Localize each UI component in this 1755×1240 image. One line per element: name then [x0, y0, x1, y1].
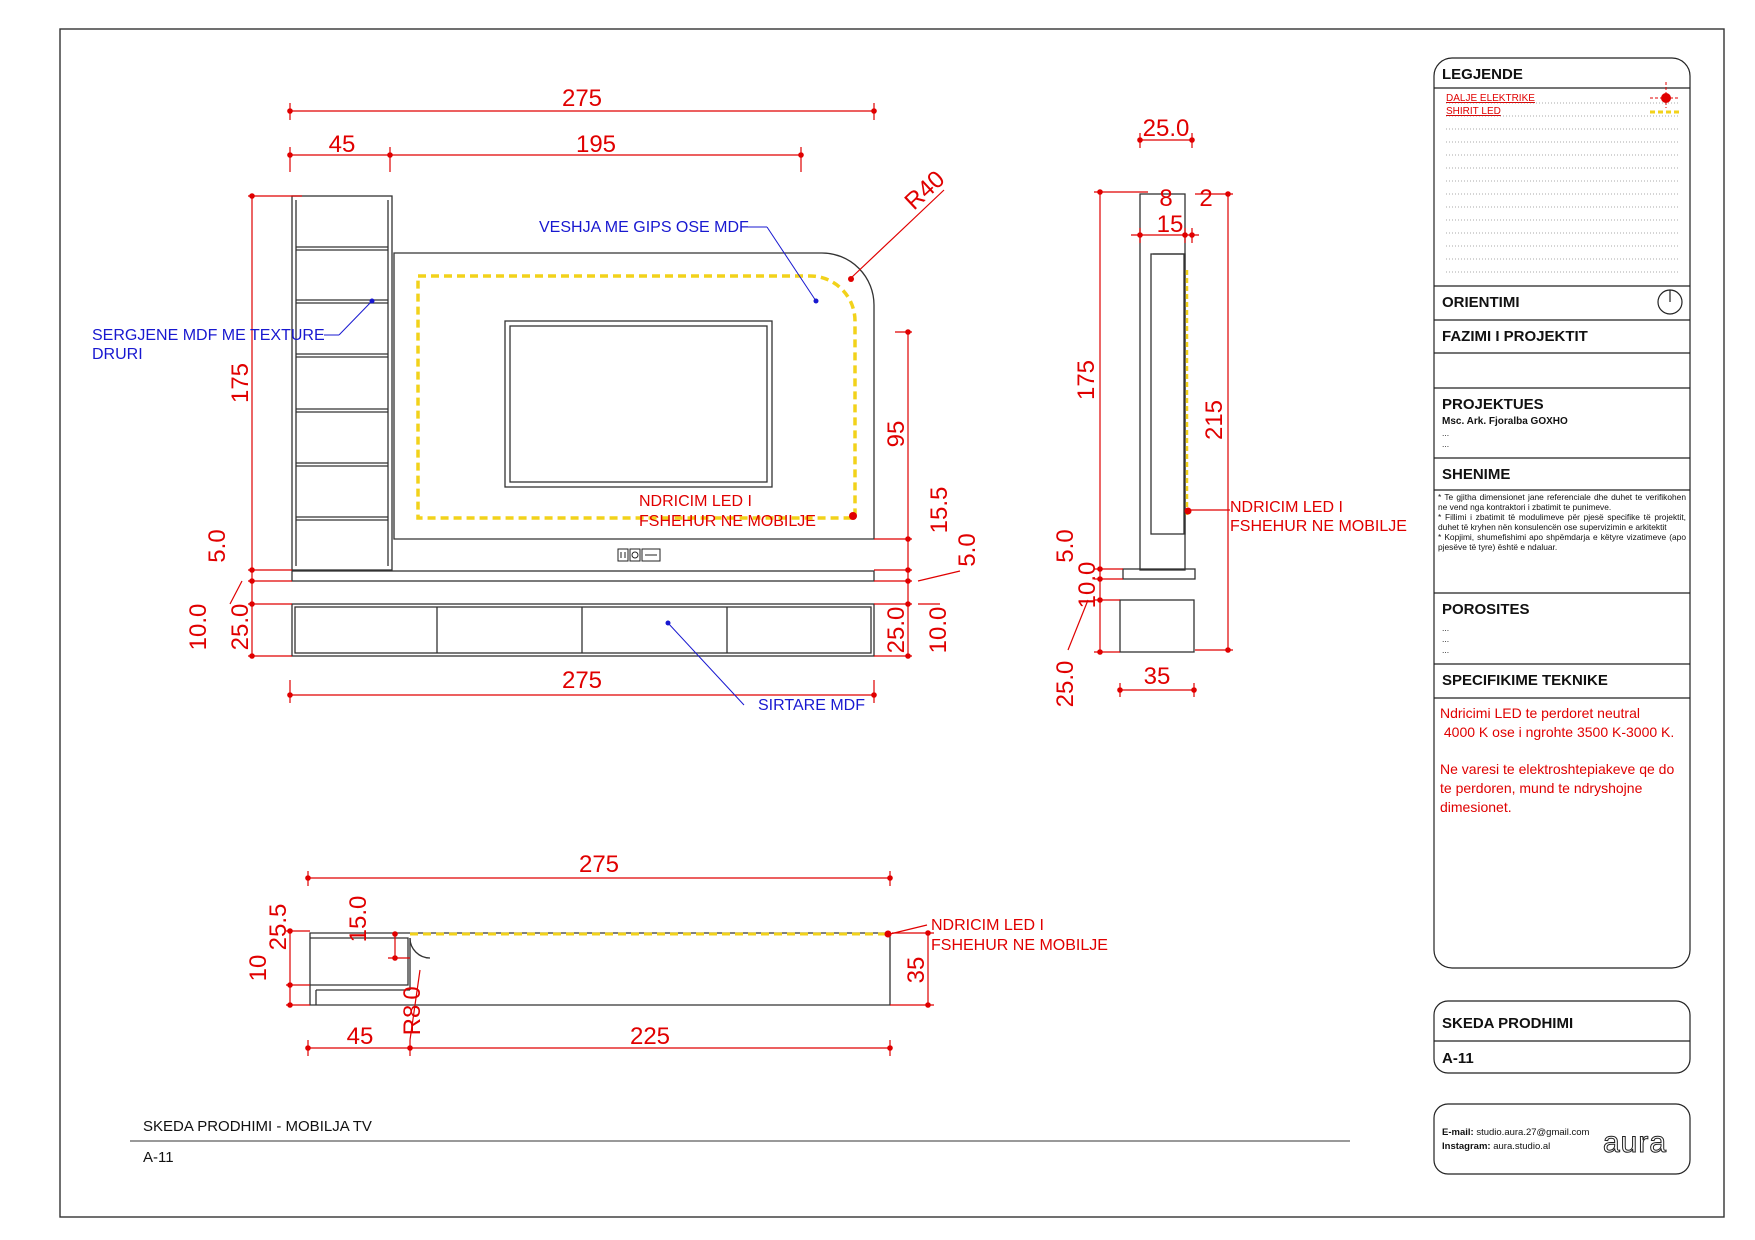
orders-3: ...: [1442, 645, 1449, 655]
note-1: * Te gjitha dimensionet jane referencial…: [1438, 492, 1686, 512]
dim-plan-35: 35: [903, 957, 930, 984]
front-view: 275 45 195 175 R40 95 15.5 5.0 5.0 10.0 …: [92, 85, 981, 714]
footer: SKEDA PRODHIMI - MOBILJA TV A-11: [130, 1118, 1350, 1166]
specs-p2-line2: te perdoren, mund te ndryshojne: [1440, 780, 1643, 796]
dim-front-95: 95: [883, 421, 910, 448]
dim-plan-25-5: 25.5: [265, 904, 292, 951]
shelf-boards: [295, 200, 389, 566]
notes-list: * Te gjitha dimensionet jane referencial…: [1438, 492, 1686, 552]
sheet-code: A-11: [1442, 1050, 1474, 1067]
plan-outline: [309, 932, 891, 1006]
label-led-front-1: NDRICIM LED I: [639, 493, 752, 510]
footer-sheet-title: SKEDA PRODHIMI - MOBILJA TV: [143, 1118, 372, 1135]
dim-plan-total: 275: [579, 851, 619, 878]
dim-front-15-5: 15.5: [926, 487, 953, 534]
orders-title: POROSITES: [1442, 601, 1530, 618]
specs-p1-line2: 4000 K ose i ngrohte 3500 K-3000 K.: [1440, 724, 1674, 740]
dim-plan-10: 10: [245, 955, 272, 982]
designer-extra-1: ...: [1442, 428, 1449, 438]
legend-item-outlet: DALJE ELEKTRIKE: [1446, 93, 1535, 104]
side-drawer: [1119, 599, 1195, 653]
plan-view: 275 25.5 10 15.0 R8 0 35 45 225 NDRICIM …: [245, 851, 1108, 1056]
orders-2: ...: [1442, 634, 1449, 644]
orders-1: ...: [1442, 623, 1449, 633]
label-led-plan-2: FSHEHUR NE MOBILJE: [931, 937, 1108, 954]
dim-plan-225: 225: [630, 1023, 670, 1050]
dim-front-total: 275: [562, 85, 602, 112]
specs-p2-line3: dimesionet.: [1440, 799, 1512, 815]
side-view: 25.0 8 2 15 175 215 5.0 10.0 25.0 35 NDR…: [1052, 115, 1407, 707]
dim-side-175: 175: [1073, 360, 1100, 400]
label-led-side-1: NDRICIM LED I: [1230, 499, 1343, 516]
dim-front-5-right: 5.0: [954, 533, 981, 566]
designer-name: Msc. Ark. Fjoralba GOXHO: [1442, 416, 1568, 427]
label-shelves-1: SERGJENE MDF ME TEXTURE: [92, 327, 325, 344]
label-led-front-2: FSHEHUR NE MOBILJE: [639, 513, 816, 530]
sheet-border: [59, 28, 1725, 1218]
dim-plan-15: 15.0: [345, 896, 372, 943]
side-shelf: [1122, 568, 1196, 580]
dim-front-10-right: 10.0: [925, 607, 952, 654]
side-panel: [1139, 193, 1186, 571]
label-drawers: SIRTARE MDF: [758, 697, 865, 714]
label-shelves-2: DRURI: [92, 346, 143, 363]
dim-front-radius: R40: [900, 166, 951, 216]
tv-wall-panel: [393, 252, 875, 540]
led-strip-front: [416, 274, 857, 520]
sheet-label: SKEDA PRODHIMI: [1442, 1015, 1573, 1032]
dim-front-10-left: 10.0: [185, 604, 212, 651]
power-outlet: [617, 548, 661, 562]
designer-extra-2: ...: [1442, 439, 1449, 449]
notes-title: SHENIME: [1442, 466, 1510, 483]
dim-side-10: 10.0: [1074, 562, 1101, 609]
dim-side-top: 25.0: [1143, 115, 1190, 142]
aura-logo: aura: [1603, 1126, 1667, 1159]
north-arrow-icon: [1657, 289, 1683, 315]
label-led-plan-1: NDRICIM LED I: [931, 917, 1044, 934]
label-led-side-2: FSHEHUR NE MOBILJE: [1230, 518, 1407, 535]
drawer-unit: [291, 603, 875, 657]
dim-side-35: 35: [1144, 663, 1171, 690]
dim-front-main: 195: [576, 131, 616, 158]
tv-screen: [504, 320, 773, 488]
label-cladding: VESHJA ME GIPS OSE MDF: [539, 219, 749, 236]
footer-sheet-code: A-11: [143, 1149, 174, 1166]
dim-front-height: 175: [227, 363, 254, 403]
legend-item-led: SHIRIT LED: [1446, 106, 1501, 117]
contact-instagram: Instagram: aura.studio.al: [1442, 1141, 1550, 1152]
legend-outlet-symbol: [1650, 82, 1680, 108]
dim-front-25-right: 25.0: [883, 607, 910, 654]
specs-p2-line1: Ne varesi te elektroshtepiakeve qe do: [1440, 761, 1674, 777]
title-block: LEGJENDE DALJE ELEKTRIKE SHIRIT LED ORIE…: [1433, 57, 1691, 1175]
specs-p1-line1: Ndricimi LED te perdoret neutral: [1440, 705, 1640, 721]
dim-side-2: 2: [1199, 185, 1212, 212]
dim-plan-r8: R8: [399, 1005, 426, 1036]
note-2: * Fillimi i zbatimit të modulimeve për p…: [1438, 512, 1686, 532]
orientation-title: ORIENTIMI: [1442, 294, 1520, 311]
specs-title: SPECIFIKIME TEKNIKE: [1442, 672, 1608, 689]
dim-side-8: 8: [1159, 185, 1172, 212]
shelf-column: [291, 195, 393, 571]
dim-side-25: 25.0: [1052, 661, 1079, 708]
note-3: * Kopjimi, shumefishimi apo shpëmdarja e…: [1438, 532, 1686, 552]
dim-side-5: 5.0: [1052, 529, 1079, 562]
dim-plan-0: 0: [399, 986, 426, 999]
designer-title: PROJEKTUES: [1442, 396, 1544, 413]
dim-front-5-left: 5.0: [204, 529, 231, 562]
phase-title: FAZIMI I PROJEKTIT: [1442, 328, 1588, 345]
dim-front-bottom-total: 275: [562, 667, 602, 694]
dim-front-left: 45: [329, 131, 356, 158]
dim-plan-45: 45: [347, 1023, 374, 1050]
dim-front-25-left: 25.0: [227, 604, 254, 651]
floating-shelf: [291, 570, 875, 582]
dim-side-15: 15: [1157, 211, 1184, 238]
legend-title: LEGJENDE: [1442, 66, 1523, 83]
contact-email: E-mail: studio.aura.27@gmail.com: [1442, 1127, 1590, 1138]
dim-side-215: 215: [1201, 400, 1228, 440]
